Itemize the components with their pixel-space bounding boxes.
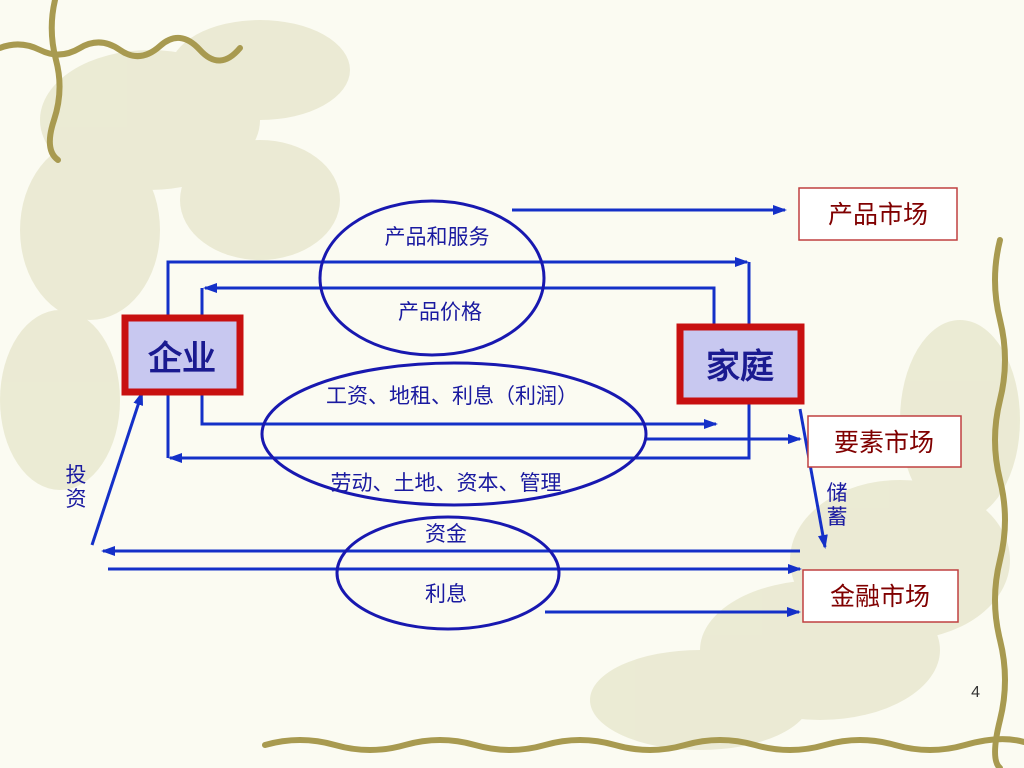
finance-flow-ellipse	[335, 515, 561, 631]
goods-services-label: 产品和服务	[385, 225, 490, 249]
firm-box: 企业	[121, 314, 244, 396]
product-market-box: 产品市场	[798, 187, 958, 241]
household-label: 家庭	[706, 347, 774, 387]
product-market-label: 产品市场	[828, 200, 928, 229]
product-price-label: 产品价格	[398, 300, 482, 324]
interest-label: 利息	[425, 582, 467, 606]
factor-market-label: 要素市场	[834, 428, 934, 457]
factors-label: 劳动、土地、资本、管理	[331, 471, 562, 495]
investment-label: 投资	[66, 463, 87, 511]
savings-arrow	[798, 408, 828, 549]
factor-flow-arrow	[168, 262, 751, 463]
factor-income-label: 工资、地租、利息（利润）	[326, 384, 578, 408]
price-flow-arrow	[203, 283, 716, 325]
goods-flow-arrow	[166, 257, 749, 458]
factor-flow-ellipse	[260, 361, 648, 507]
investment-arrow	[90, 391, 144, 546]
financial-market-box: 金融市场	[802, 569, 959, 623]
financial-market-label: 金融市场	[830, 582, 930, 611]
product-flow-ellipse	[318, 199, 546, 357]
factor-market-box: 要素市场	[807, 415, 962, 468]
savings-label: 储蓄	[827, 481, 848, 529]
funds-label: 资金	[425, 522, 467, 546]
page-number: 4	[971, 684, 980, 701]
firm-label: 企业	[148, 339, 216, 379]
household-box: 家庭	[676, 323, 805, 405]
